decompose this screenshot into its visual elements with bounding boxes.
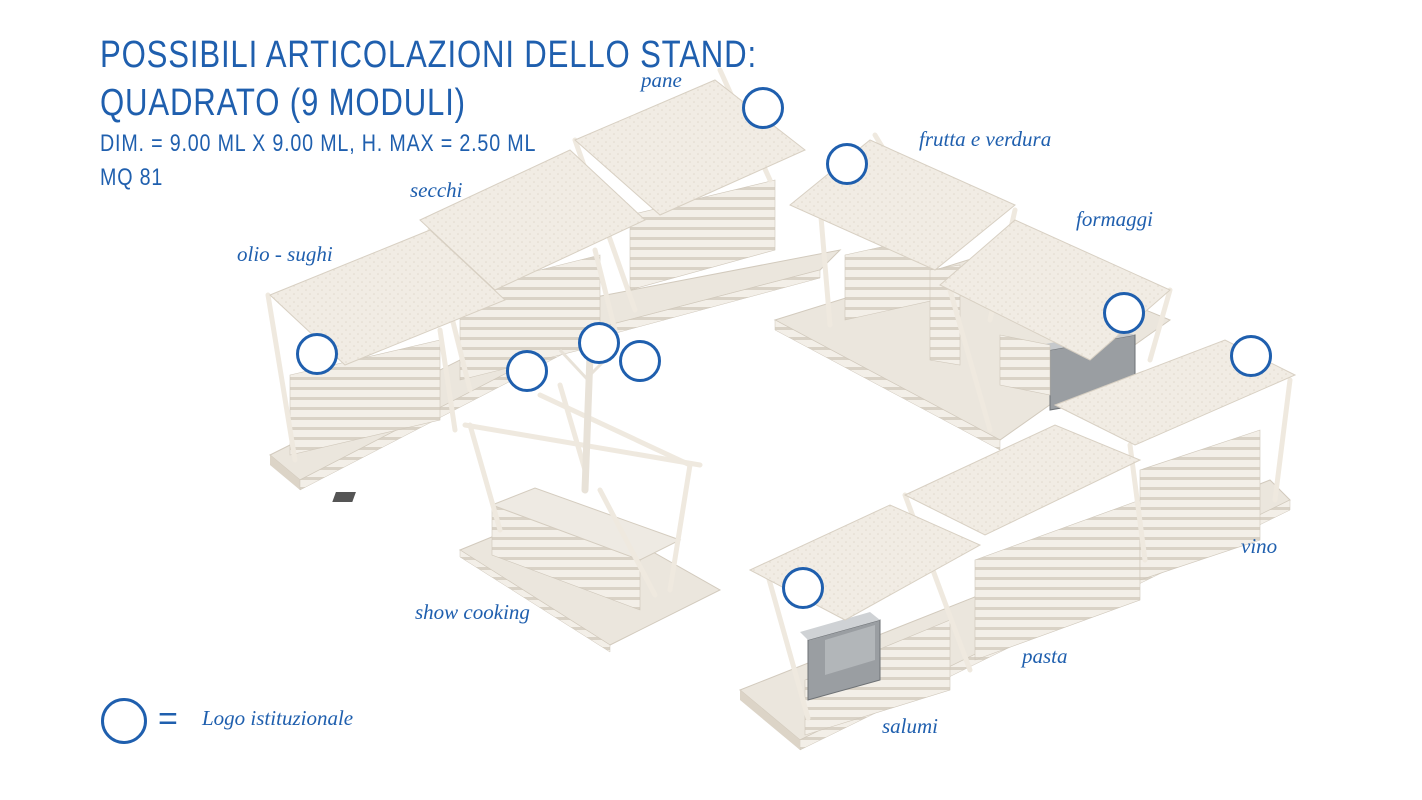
logo-marker-pane — [742, 87, 784, 129]
logo-marker-frutta — [826, 143, 868, 185]
label-pasta: pasta — [1022, 644, 1068, 668]
logo-marker-salumi — [782, 567, 824, 609]
label-pane: pane — [641, 68, 682, 92]
label-salumi: salumi — [882, 714, 939, 738]
logo-marker-show-cooking — [506, 350, 548, 392]
legend-text: Logo istituzionale — [202, 706, 354, 730]
label-secchi: secchi — [410, 178, 463, 202]
label-frutta-verdura: frutta e verdura — [919, 127, 1052, 151]
module-show-cooking — [332, 348, 722, 653]
title-line-2: QUADRATO (9 MODULI) — [100, 82, 466, 124]
logo-marker-secchi-1 — [578, 322, 620, 364]
area-line: MQ 81 — [100, 164, 164, 191]
dimensions-line: DIM. = 9.00 ML X 9.00 ML, H. MAX = 2.50 … — [100, 130, 537, 157]
title-line-1: POSSIBILI ARTICOLAZIONI DELLO STAND: — [100, 34, 757, 76]
logo-marker-formaggi — [1103, 292, 1145, 334]
label-show-cooking: show cooking — [415, 600, 530, 624]
label-formaggi: formaggi — [1076, 207, 1154, 231]
legend-equals: = — [158, 700, 178, 738]
module-group-bottom-right — [739, 339, 1297, 751]
logo-marker-secchi-2 — [619, 340, 661, 382]
legend-logo-icon — [101, 698, 147, 744]
label-vino: vino — [1241, 534, 1278, 558]
label-olio-sughi: olio - sughi — [237, 242, 333, 266]
logo-marker-vino — [1230, 335, 1272, 377]
logo-marker-olio — [296, 333, 338, 375]
